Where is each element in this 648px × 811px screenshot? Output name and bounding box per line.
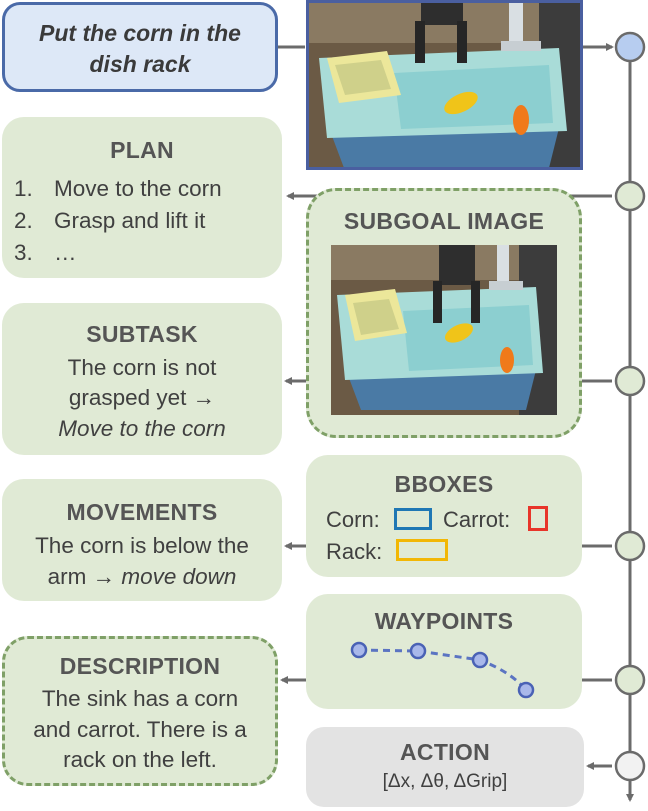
bbox-label-rack: Rack: (326, 539, 383, 564)
action-title: ACTION (400, 739, 490, 765)
description-line-3: rack on the left. (63, 747, 217, 772)
rack-bbox-swatch (396, 539, 448, 561)
subtask-title: SUBTASK (86, 321, 198, 347)
subtask-line-1: The corn is not (67, 355, 217, 380)
instruction-line-1: Put the corn in the (39, 20, 241, 46)
action-vector: [Δx, Δθ, ΔGrip] (382, 771, 508, 792)
waypoint-dot (350, 641, 368, 659)
plan-item: 3.… (14, 240, 77, 265)
instruction-line-2: dish rack (89, 51, 191, 77)
observation-image (306, 0, 583, 170)
waypoints-panel: WAYPOINTS (306, 594, 582, 709)
subtask-line-2: grasped yet → (68, 385, 216, 410)
subgoal-image (331, 245, 557, 415)
plan-item: 1.Move to the corn (14, 176, 222, 201)
bboxes-title: BBOXES (394, 471, 494, 497)
description-line-2: and carrot. There is a (33, 717, 247, 742)
bboxes-panel: BBOXES Corn: Carrot: Rack: (306, 455, 582, 577)
waypoint-dot (409, 642, 427, 660)
corn-bbox-swatch (394, 508, 432, 530)
carrot-bbox-swatch (528, 506, 548, 531)
subgoal-scene (331, 245, 557, 415)
instruction-box: Put the corn in the dish rack (2, 2, 278, 92)
plan-list: 1.Move to the corn 2.Grasp and lift it 3… (14, 173, 222, 269)
action-panel: ACTION [Δx, Δθ, ΔGrip] (306, 727, 584, 807)
waypoints-path (350, 641, 535, 699)
description-line-1: The sink has a corn (41, 686, 239, 711)
subgoal-panel: SUBGOAL IMAGE (306, 188, 582, 438)
observation-scene (309, 3, 580, 167)
plan-title: PLAN (110, 137, 174, 163)
movements-line-2: arm → move down (47, 564, 237, 589)
subtask-line-3: Move to the corn (58, 416, 226, 441)
description-title: DESCRIPTION (59, 653, 221, 679)
subtask-panel: SUBTASK The corn is not grasped yet → Mo… (2, 303, 282, 455)
bbox-label-corn: Corn: (326, 507, 380, 532)
subgoal-title: SUBGOAL IMAGE (343, 208, 545, 234)
movements-title: MOVEMENTS (66, 499, 218, 525)
bbox-label-carrot: Carrot: (443, 507, 511, 532)
description-panel: DESCRIPTION The sink has a corn and carr… (2, 636, 278, 786)
movements-panel: MOVEMENTS The corn is below the arm → mo… (2, 479, 282, 601)
waypoints-title: WAYPOINTS (374, 608, 514, 634)
waypoint-dot (517, 681, 535, 699)
waypoint-dot (471, 651, 489, 669)
movements-line-1: The corn is below the (35, 533, 249, 558)
plan-item: 2.Grasp and lift it (14, 208, 206, 233)
plan-panel: PLAN 1.Move to the corn 2.Grasp and lift… (2, 117, 282, 278)
